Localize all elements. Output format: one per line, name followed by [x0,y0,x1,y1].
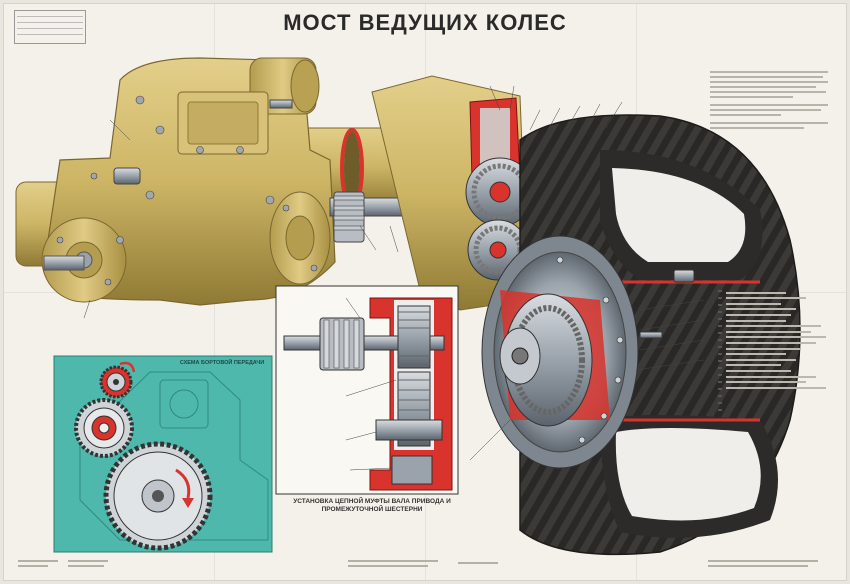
poster-footer [18,558,828,570]
parts-legend [726,288,826,392]
gearbox-housing [41,57,336,306]
description-text-block [710,68,828,132]
inset-title: СХЕМА БОРТОВОЙ ПЕРЕДАЧИ [179,360,265,366]
chain-coupling-detail [275,285,459,495]
final-drive-scheme-inset [53,355,273,553]
poster-title: МОСТ ВЕДУЩИХ КОЛЕС [283,10,567,35]
gear-intermediate-icon [74,398,134,458]
wheel-hub [481,235,695,469]
legend-markers [718,290,722,411]
rotation-arrow-icon [119,361,136,373]
leader-lines [83,85,705,461]
rotation-arrow-icon [175,468,191,499]
gear-large-icon [103,441,213,551]
gear-small-icon [99,365,133,399]
detail-caption: УСТАНОВКА ЦЕПНОЙ МУФТЫ ВАЛА ПРИВОДА И ПР… [293,498,451,513]
publisher-stamp [14,10,86,44]
